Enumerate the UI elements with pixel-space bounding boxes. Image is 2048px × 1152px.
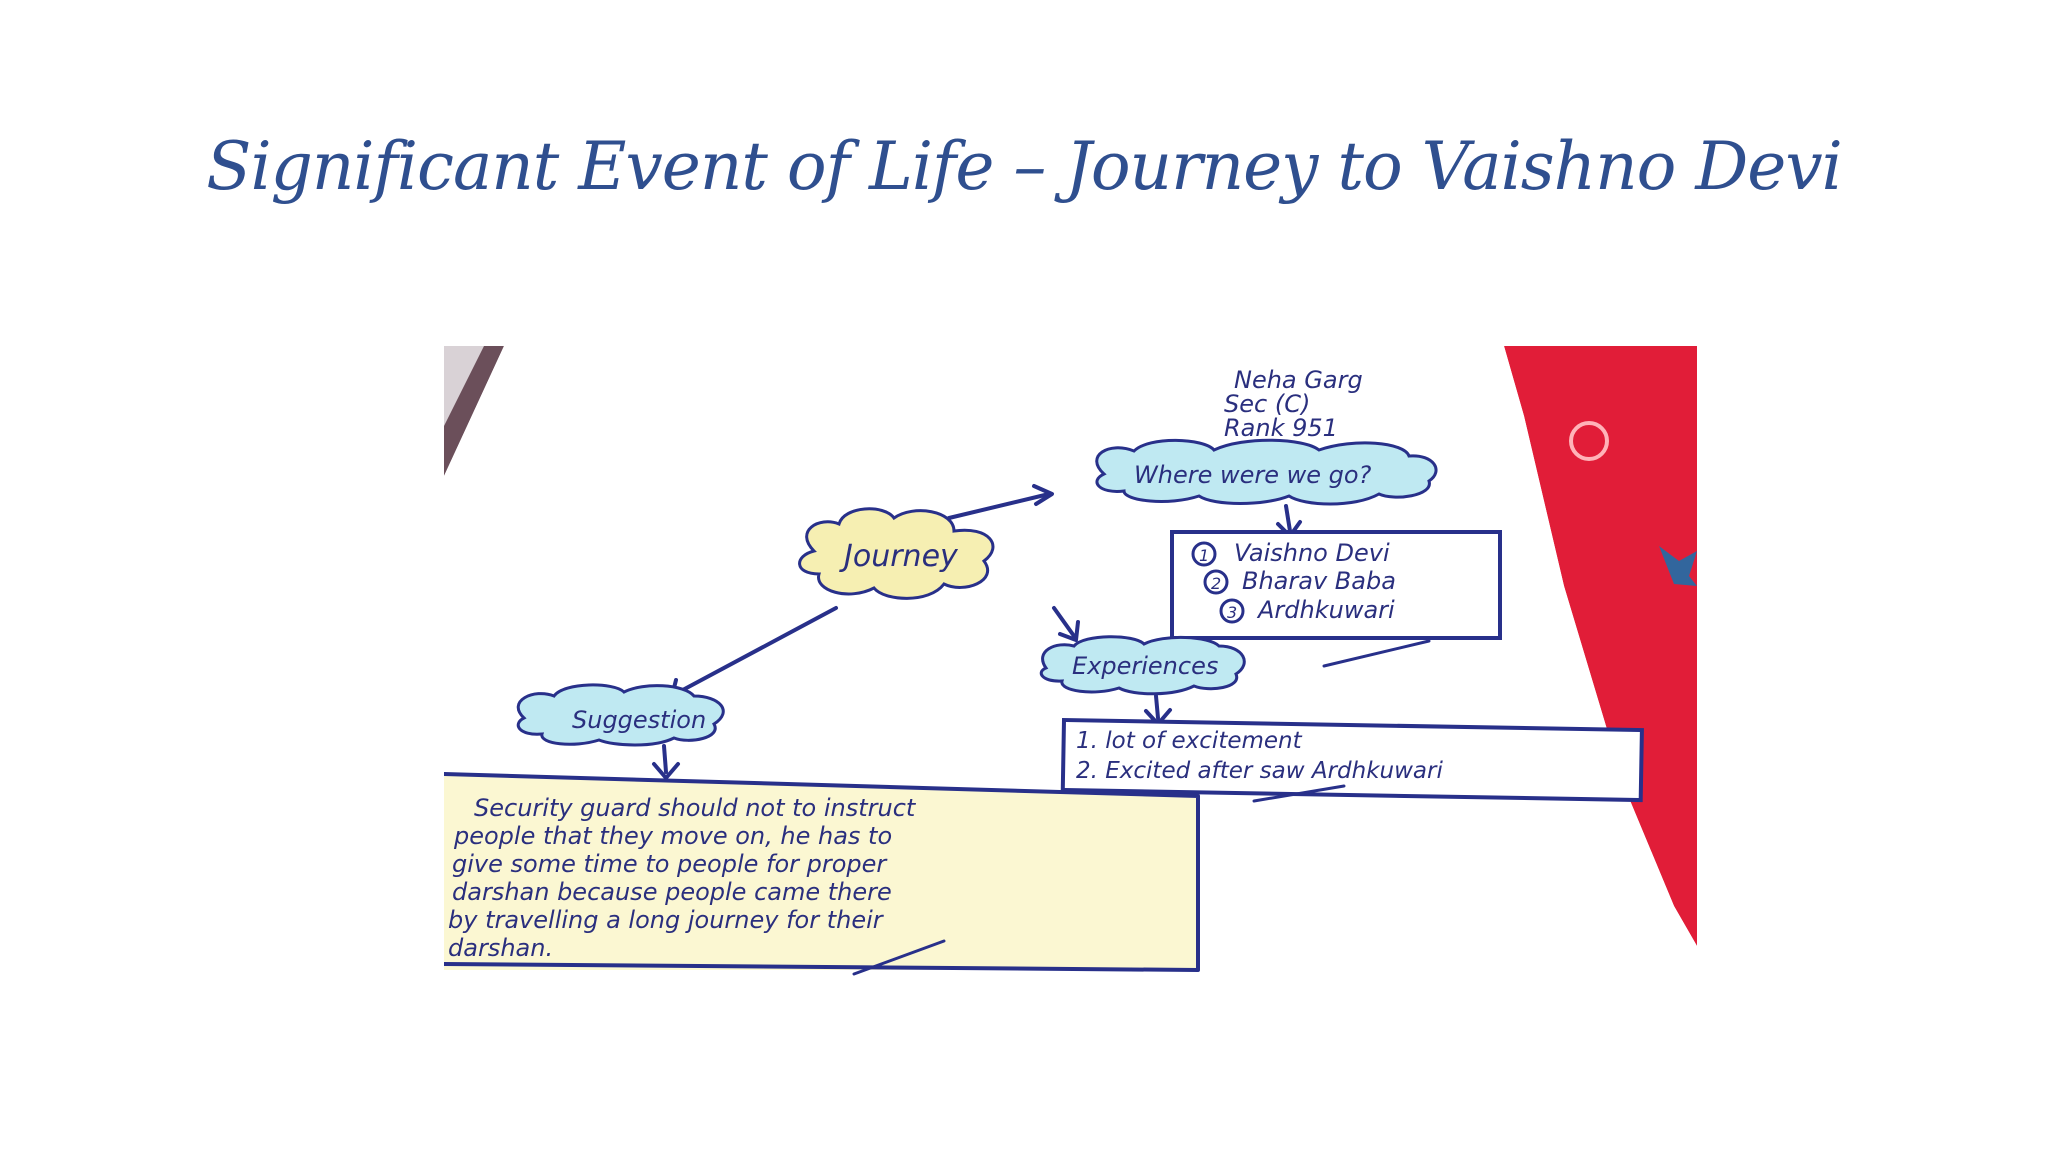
tick-mark-1	[1322, 639, 1431, 668]
arrow-to-where-head	[1032, 484, 1054, 506]
experiences-box	[1060, 717, 1644, 803]
experience-2: 2. Excited after saw Ardhkuwari	[1076, 758, 1443, 784]
arrow-to-suggestion-text-head	[652, 762, 680, 780]
journey-cloud-outline	[798, 507, 995, 600]
place-2-circle	[1203, 569, 1229, 595]
suggestion-line-6: darshan.	[448, 934, 553, 962]
red-cloth	[1124, 346, 1697, 946]
tick-mark-3	[852, 939, 946, 976]
journey-cloud-fill	[799, 508, 993, 599]
arrow-to-places	[1284, 504, 1292, 533]
slide-title: Significant Event of Life – Journey to V…	[206, 128, 1842, 205]
student-section: Sec (C)	[1224, 390, 1310, 418]
place-3-text: Ardhkuwari	[1256, 596, 1395, 624]
place-1-text: Vaishno Devi	[1234, 539, 1390, 567]
place-1-num: 1	[1199, 546, 1209, 565]
cloth-pattern	[1659, 546, 1697, 586]
where-label: Where were we go?	[1134, 461, 1372, 489]
suggestion-line-3: give some time to people for proper	[452, 850, 888, 878]
experiences-cloud-outline	[1039, 635, 1246, 696]
journey-label: Journey	[839, 539, 959, 574]
place-3-circle	[1219, 598, 1245, 624]
suggestion-line-5: by travelling a long journey for their	[448, 906, 885, 934]
suggestion-cloud-outline	[516, 683, 725, 747]
place-3-num: 3	[1227, 603, 1237, 622]
suggestion-line-1: Security guard should not to instruct	[474, 794, 917, 822]
suggestion-box-outline	[444, 772, 1200, 972]
suggestion-label: Suggestion	[572, 706, 706, 734]
place-2-num: 2	[1211, 574, 1221, 593]
student-name: Neha Garg	[1234, 366, 1363, 394]
cloth-pattern-circle	[1569, 421, 1609, 461]
place-2-text: Bharav Baba	[1242, 567, 1396, 595]
mind-map-photo: Neha Garg Sec (C) Rank 951 Journey Where…	[444, 346, 1697, 978]
suggestion-cloud-fill	[518, 684, 724, 745]
arrow-to-experience-list	[1154, 694, 1160, 720]
suggestion-line-4: darshan because people came there	[452, 878, 892, 906]
where-cloud-outline	[1095, 438, 1438, 506]
where-cloud-fill	[1096, 440, 1437, 504]
arrow-to-experiences	[1052, 606, 1076, 638]
suggestion-box-fill	[444, 774, 1198, 970]
mind-map-drawing: Neha Garg Sec (C) Rank 951 Journey Where…	[444, 346, 1697, 978]
experiences-label: Experiences	[1072, 652, 1218, 680]
suggestion-line-2: people that they move on, he has to	[453, 822, 892, 850]
arrow-to-where	[947, 492, 1051, 520]
student-rank: Rank 951	[1224, 414, 1338, 442]
experience-1: 1. lot of excitement	[1076, 728, 1303, 754]
arrow-to-experiences-head	[1058, 620, 1080, 642]
place-1-circle	[1191, 541, 1217, 567]
arrow-to-suggestion-text	[662, 744, 668, 774]
arrow-to-suggestion	[677, 606, 838, 694]
top-left-paper-edge	[444, 346, 484, 426]
tick-mark-2	[1252, 784, 1346, 803]
experiences-cloud-fill	[1041, 636, 1245, 694]
